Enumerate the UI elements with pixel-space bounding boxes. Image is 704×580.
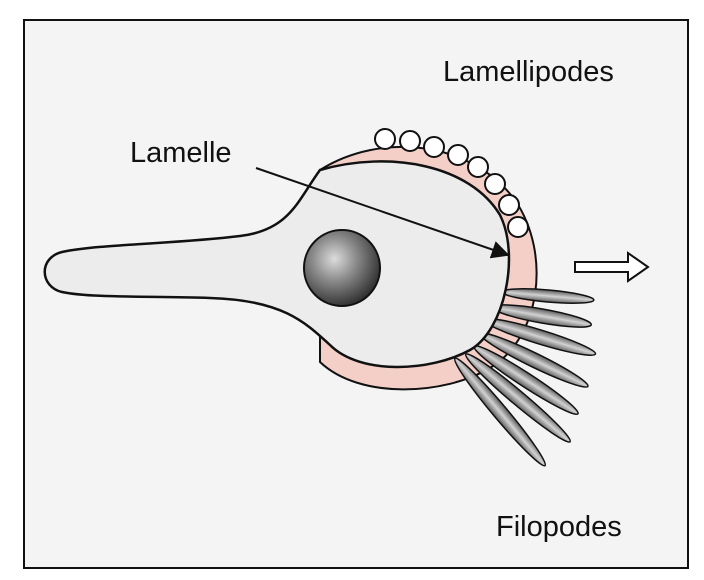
filopod [453, 357, 547, 467]
lamellipod-bleb [423, 136, 445, 158]
lamelle-pointer-arrow [255, 167, 510, 259]
lamellipod-bleb [484, 173, 506, 195]
lamellipod-bleb [374, 128, 396, 150]
label-filopodes: Filopodes [496, 511, 622, 543]
filopodia [453, 288, 597, 467]
lamellipod-bleb [447, 144, 469, 166]
migration-direction-arrow-icon [574, 251, 650, 283]
label-lamelle: Lamelle [130, 137, 232, 169]
lamellipodia [374, 128, 529, 238]
filopod [464, 353, 572, 443]
label-lamellipodes: Lamellipodes [443, 56, 614, 88]
cell-body [43, 160, 511, 369]
lamellipod-bleb [498, 194, 520, 216]
nucleus [303, 229, 381, 307]
lamellipod-bleb [399, 130, 421, 152]
lamellipod-bleb [507, 216, 529, 238]
lamellipod-bleb [467, 156, 489, 178]
